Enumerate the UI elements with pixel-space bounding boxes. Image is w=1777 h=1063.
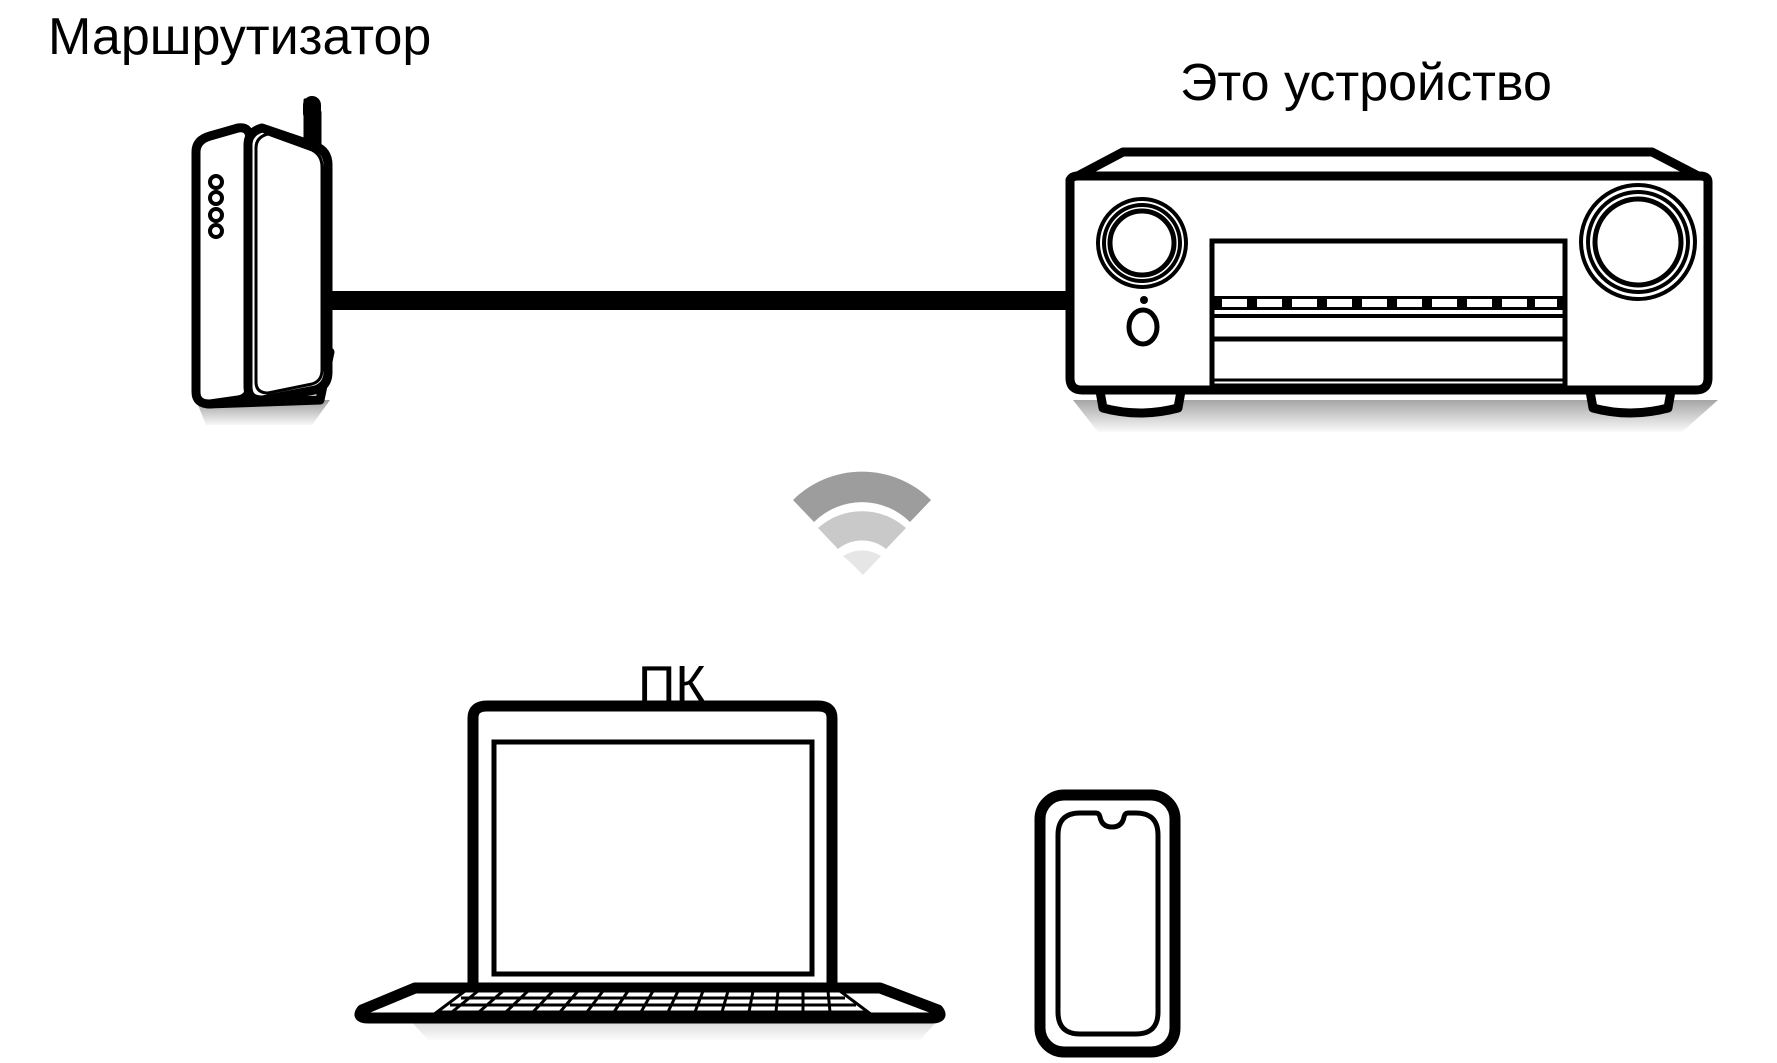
receiver-shadow xyxy=(1073,400,1718,432)
receiver-right-knob-ring-inner xyxy=(1592,196,1684,288)
router-side-face xyxy=(191,123,255,409)
laptop-keyboard xyxy=(432,989,873,1014)
smartphone-body xyxy=(1034,789,1181,1058)
wifi-signal xyxy=(793,471,931,575)
router-antenna-tip xyxy=(303,96,321,122)
router-led-2 xyxy=(208,190,224,206)
wifi-arc-inner-fill xyxy=(845,552,880,575)
receiver-power-button[interactable] xyxy=(1126,307,1160,347)
receiver-display-window xyxy=(1209,238,1568,342)
wifi-arc-outer xyxy=(793,471,931,522)
receiver-tick-marks xyxy=(1222,299,1557,307)
receiver-left-knob-ring-inner xyxy=(1107,208,1177,278)
router-led-1 xyxy=(208,174,224,190)
router-led-4 xyxy=(208,223,224,239)
laptop-screen xyxy=(491,739,815,977)
receiver-right-knob-ring-outer xyxy=(1579,183,1697,301)
lan-cable-line xyxy=(330,291,1070,310)
wireless-router-icon xyxy=(191,96,335,425)
receiver-indicator-led xyxy=(1140,296,1148,304)
wired-lan-cable xyxy=(330,291,1070,310)
router-body xyxy=(243,123,333,405)
receiver-right-knob-ring-mid xyxy=(1586,190,1690,294)
smartphone-screen xyxy=(1055,810,1161,1037)
smartphone-icon xyxy=(1034,789,1181,1058)
router-label: Маршрутизатор xyxy=(48,8,431,66)
laptop-lid xyxy=(467,700,838,994)
wifi-arc-middle xyxy=(818,511,906,549)
receiver-label: Это устройство xyxy=(1180,54,1552,112)
av-receiver-icon xyxy=(1065,147,1718,432)
receiver-left-knob-ring-outer xyxy=(1096,197,1188,289)
router-led-3 xyxy=(208,207,224,223)
router-body-inner-edge xyxy=(254,132,324,395)
laptop-icon xyxy=(354,700,946,1040)
receiver-left-knob-ring-mid xyxy=(1102,203,1182,283)
